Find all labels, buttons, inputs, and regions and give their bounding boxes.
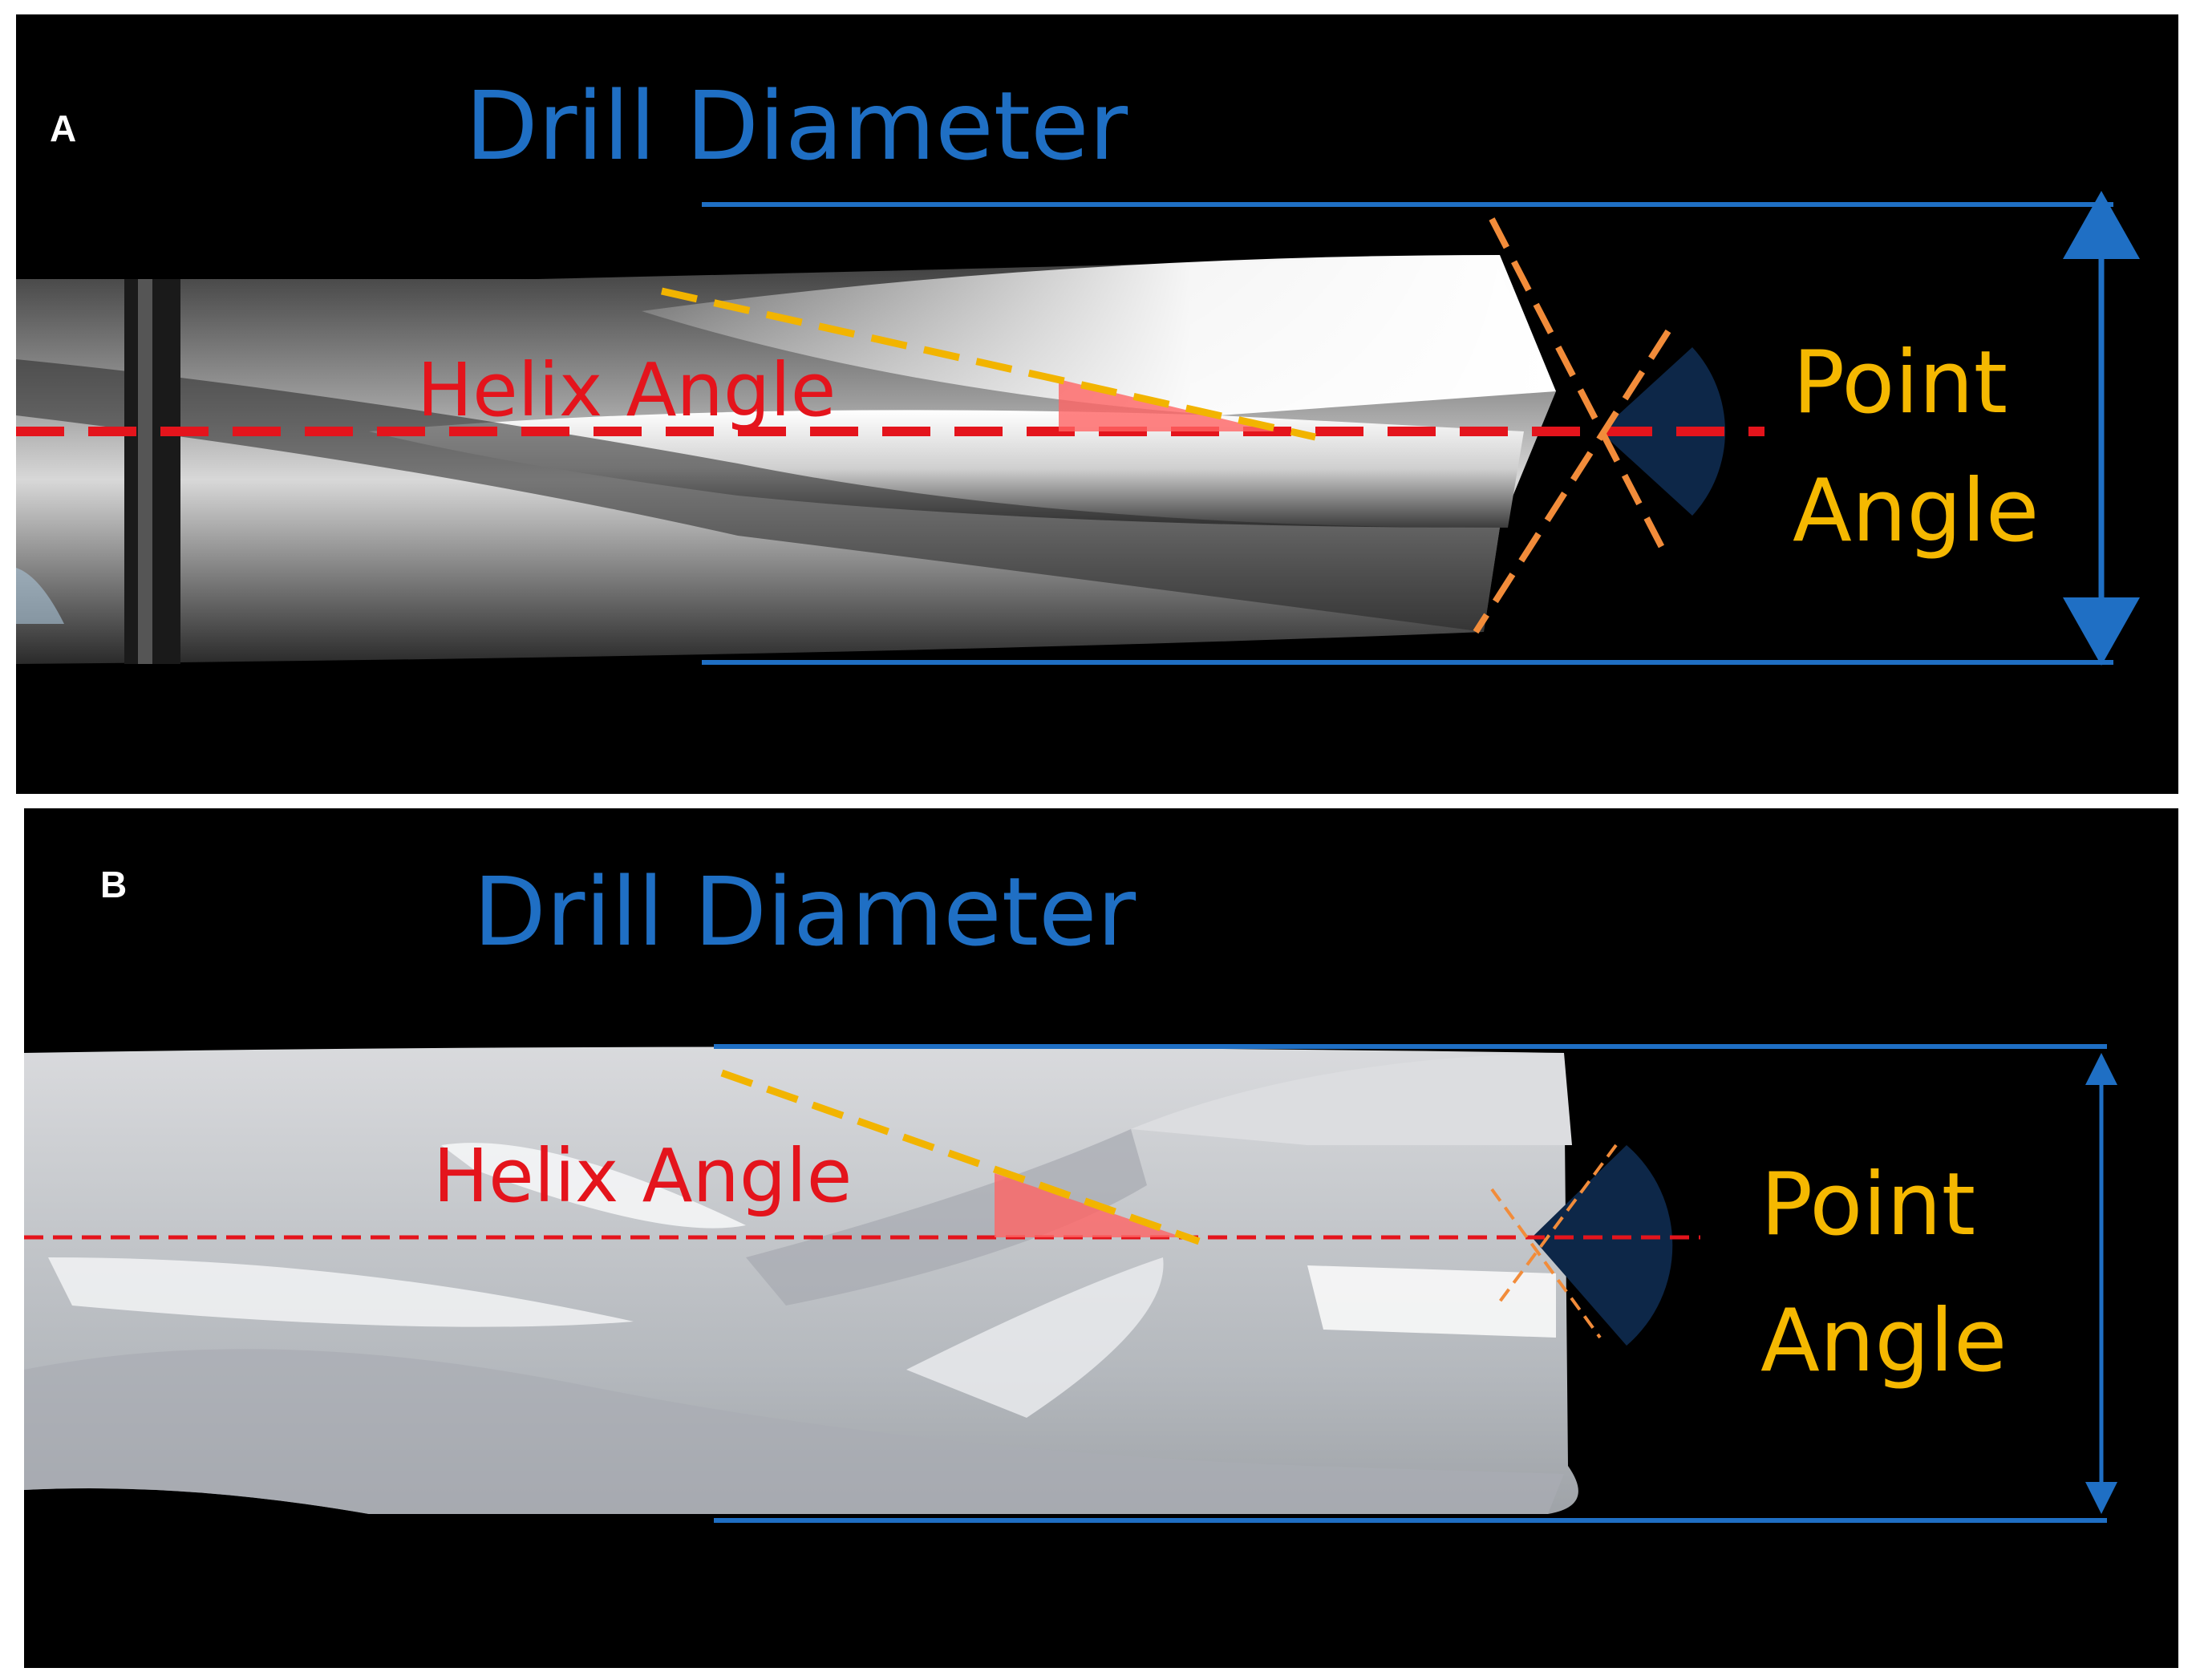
point-angle-line1-b: Point — [1760, 1155, 1976, 1255]
point-angle-label-a: Point Angle — [1793, 319, 2039, 576]
point-angle-wedge-a — [1600, 347, 1725, 516]
point-angle-line1-a: Point — [1793, 333, 2008, 433]
point-angle-line2-a: Angle — [1793, 461, 2040, 561]
drill-diameter-label-a: Drill Diameter — [465, 71, 1128, 181]
point-angle-wedge-b — [1532, 1145, 1673, 1346]
panel-b-figure — [24, 1044, 2117, 1523]
drill-body-b — [24, 1046, 1578, 1514]
panel-letter-a: A — [50, 107, 77, 149]
point-angle-lines-a — [1473, 217, 1671, 634]
point-angle-lines-b — [1490, 1144, 1618, 1339]
panel-a: A Drill Diameter Helix Angle Point Angle — [16, 14, 2178, 794]
helix-line-b — [720, 1069, 1201, 1245]
drill-diameter-label-b: Drill Diameter — [473, 856, 1136, 967]
drill-diameter-indicator-a — [702, 191, 2140, 666]
panel-a-figure — [16, 191, 2140, 666]
drill-diameter-indicator-b — [714, 1044, 2117, 1523]
point-angle-label-b: Point Angle — [1760, 1137, 2007, 1410]
point-angle-line2-b: Angle — [1760, 1291, 2008, 1391]
helix-angle-label-a: Helix Angle — [417, 347, 837, 433]
helix-line-a — [661, 287, 1316, 441]
panel-letter-b: B — [100, 864, 128, 905]
helix-angle-label-b: Helix Angle — [433, 1133, 853, 1219]
panel-b: B Drill Diameter Helix Angle Point Angle — [24, 808, 2178, 1668]
